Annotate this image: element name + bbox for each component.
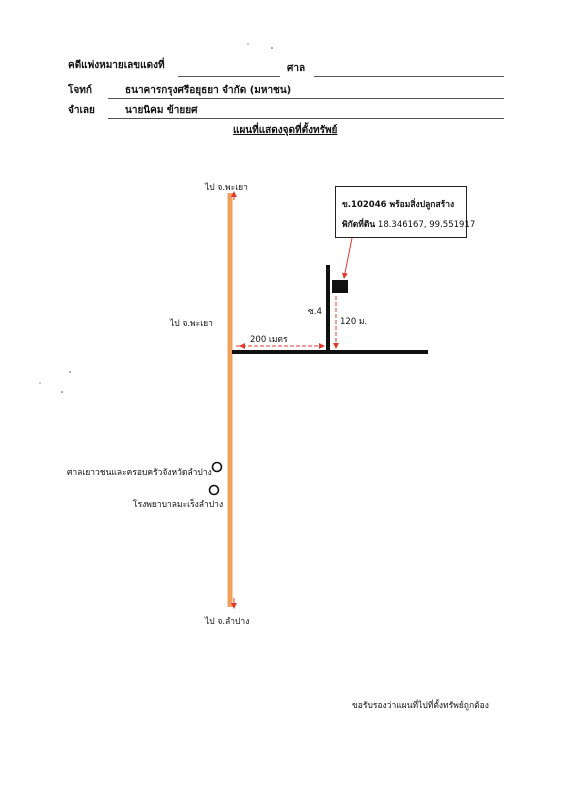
court-label: ศาล — [287, 63, 306, 74]
plaintiff-line — [108, 98, 504, 99]
plaintiff-value: ธนาคารกรุงศรีอยุธยา จำกัด (มหาชน) — [125, 85, 292, 96]
property-info-box: ข.102046 พร้อมสิ่งปลูกสร้าง พิกัดที่ดิน … — [335, 186, 475, 238]
map-title: แผนที่แสดงจุดที่ตั้งทรัพย์ — [233, 125, 338, 136]
defendant-label: จำเลย — [68, 105, 95, 116]
distance-label: 200 เมตร — [250, 335, 288, 345]
soi-label: ซ.4 — [308, 307, 322, 317]
road-label-side: ไป จ.พะเยา — [170, 319, 213, 329]
road-label-bottom: ไป จ.ลำปาง — [205, 617, 250, 627]
property-pointer-icon — [342, 237, 353, 279]
coordinates-label: พิกัดที่ดิน — [342, 220, 376, 230]
property-coordinates: พิกัดที่ดิน 18.346167, 99.551917 — [342, 217, 475, 231]
road-label-top: ไป จ.พะเยา — [205, 183, 248, 193]
soi-distance-label: 120 ม. — [340, 317, 368, 327]
property-deed-text: ข.102046 พร้อมสิ่งปลูกสร้าง — [342, 200, 455, 210]
case-number-label: คดีแพ่งหมายเลขแดงที่ — [68, 60, 165, 71]
coordinates-value: 18.346167, 99.551917 — [377, 220, 476, 230]
defendant-line — [108, 118, 504, 119]
landmark-circle-icon — [208, 484, 220, 496]
plaintiff-label: โจทก์ — [68, 85, 92, 96]
case-number-line — [178, 76, 280, 77]
property-marker — [332, 280, 348, 293]
landmark-hospital: โรงพยาบาลมะเร็งลำปาง — [133, 500, 224, 510]
court-line — [314, 76, 504, 77]
defendant-value: นายนิคม ข้ายยศ — [125, 105, 198, 116]
landmark-circle-icon — [211, 461, 223, 473]
landmark-court: ศาลเยาวชนและครอบครัวจังหวัดลำปาง — [67, 468, 212, 478]
certification-text: ขอรับรองว่าแผนที่ไปที่ตั้งทรัพย์ถูกต้อง — [352, 701, 489, 711]
